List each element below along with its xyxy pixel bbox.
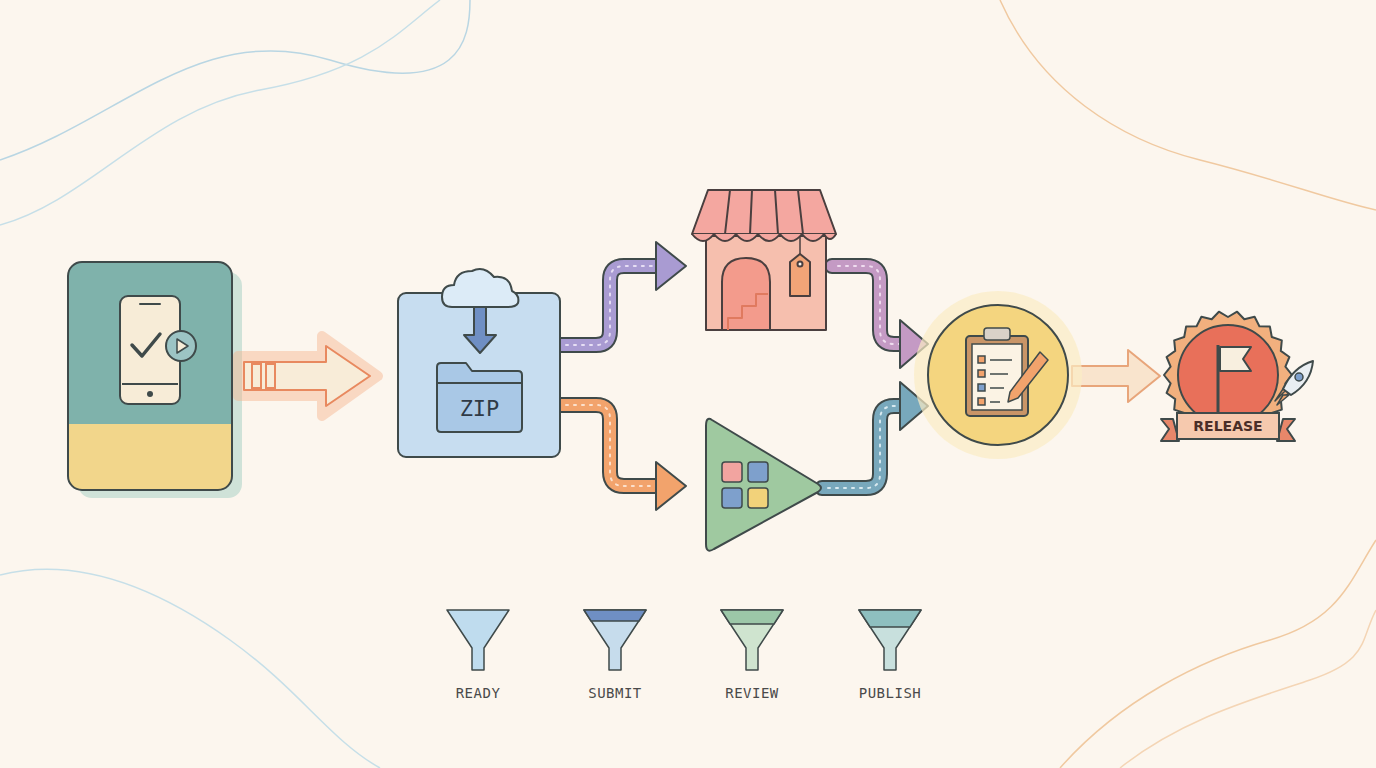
stage-label: SUBMIT (588, 685, 642, 701)
review-clipboard (914, 291, 1082, 459)
stage-label: PUBLISH (859, 685, 922, 701)
release-badge: RELEASE (1165, 305, 1291, 445)
glow-arrow (238, 336, 378, 416)
badge-label: RELEASE (1193, 418, 1262, 434)
flow-connectors (560, 242, 1160, 510)
folder-label: ZIP (460, 396, 500, 421)
stage-funnels (447, 610, 921, 670)
upload-box: ZIP (398, 293, 560, 457)
play-store-icon (706, 419, 821, 551)
stage-label: REVIEW (725, 685, 779, 701)
stage-label: READY (456, 685, 501, 701)
upload-box-outline (398, 293, 560, 457)
store-icon (692, 190, 836, 330)
phone-card (68, 262, 242, 498)
